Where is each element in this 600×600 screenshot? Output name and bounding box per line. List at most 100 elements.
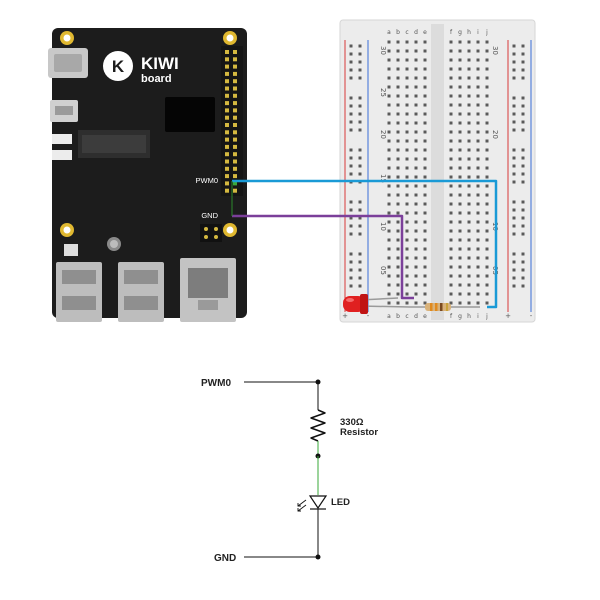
rail-hole (358, 128, 362, 132)
column-letter: i (477, 29, 479, 36)
breadboard-hole (485, 265, 489, 269)
rail-hole (512, 164, 516, 168)
rail-hole (521, 208, 525, 212)
breadboard-hole (467, 256, 471, 260)
gpio-header (221, 46, 243, 196)
logo-letter: K (112, 57, 125, 76)
gpio-pin (233, 166, 237, 171)
breadboard-hole (458, 40, 462, 44)
breadboard-hole (387, 103, 391, 107)
breadboard-hole (449, 211, 453, 215)
gnd-wire (232, 214, 414, 300)
breadboard-hole (476, 112, 480, 116)
breadboard-hole (387, 184, 391, 188)
rail-hole (521, 260, 525, 264)
breadboard-hole (467, 265, 471, 269)
breadboard-hole (467, 202, 471, 206)
breadboard-hole (467, 184, 471, 188)
breadboard-hole (476, 76, 480, 80)
breadboard-hole (405, 175, 409, 179)
rail-hole (512, 172, 516, 176)
breadboard-hole (387, 283, 391, 287)
breadboard-hole (467, 220, 471, 224)
rail-hole (521, 148, 525, 152)
breadboard-hole (423, 148, 427, 152)
breadboard-hole (405, 49, 409, 53)
breadboard-hole (414, 67, 418, 71)
rail-sign: + (505, 312, 511, 320)
breadboard-hole (485, 247, 489, 251)
breadboard-hole (423, 40, 427, 44)
rail-hole (349, 120, 353, 124)
breadboard-hole (476, 166, 480, 170)
rail-hole (358, 276, 362, 280)
gpio-pin (233, 93, 237, 98)
rail-hole (512, 252, 516, 256)
breadboard-hole (387, 148, 391, 152)
row-number: 20 (379, 130, 387, 139)
breadboard-hole (387, 130, 391, 134)
breadboard-hole (458, 265, 462, 269)
breadboard-hole (405, 247, 409, 251)
column-letter: d (414, 313, 418, 320)
breadboard-hole (476, 238, 480, 242)
rail-hole (349, 148, 353, 152)
breadboard-hole (414, 85, 418, 89)
breadboard-hole (485, 301, 489, 305)
kiwi-board: K KIWI board PWM0 GND (48, 28, 247, 322)
rail-hole (512, 128, 516, 132)
breadboard-hole (476, 292, 480, 296)
breadboard-hole (476, 130, 480, 134)
rail-hole (349, 224, 353, 228)
gpio-pin (225, 166, 229, 171)
breadboard-hole (467, 139, 471, 143)
rail-hole (512, 148, 516, 152)
breadboard-hole (405, 238, 409, 242)
breadboard-hole (458, 166, 462, 170)
rail-hole (358, 76, 362, 80)
breadboard-hole (476, 229, 480, 233)
rail-hole (521, 172, 525, 176)
gpio-pin (233, 174, 237, 179)
breadboard-hole (449, 103, 453, 107)
breadboard-hole (485, 193, 489, 197)
breadboard-hole (405, 211, 409, 215)
rail-hole (349, 276, 353, 280)
gpio-pin (225, 93, 229, 98)
gpio-pin (233, 71, 237, 76)
breadboard-hole (449, 130, 453, 134)
breadboard-hole (387, 85, 391, 89)
column-letter: j (485, 313, 488, 320)
breadboard-hole (449, 175, 453, 179)
rail-hole (358, 156, 362, 160)
breadboard-hole (396, 67, 400, 71)
breadboard-hole (467, 130, 471, 134)
rail-hole (521, 276, 525, 280)
breadboard-hole (414, 184, 418, 188)
rail-hole (512, 180, 516, 184)
column-letter: d (414, 29, 418, 36)
gpio-pin (225, 101, 229, 106)
rail-hole (512, 44, 516, 48)
breadboard-hole (387, 265, 391, 269)
breadboard-hole (405, 157, 409, 161)
rail-hole (358, 216, 362, 220)
row-number: 30 (491, 46, 499, 55)
breadboard-hole (414, 139, 418, 143)
breadboard-hole (414, 175, 418, 179)
gpio-pin (225, 137, 229, 142)
gpio-pin (225, 123, 229, 127)
breadboard-hole (467, 85, 471, 89)
breadboard-hole (387, 193, 391, 197)
breadboard-hole (423, 112, 427, 116)
breadboard-hole (396, 49, 400, 53)
breadboard-hole (405, 103, 409, 107)
column-letter: e (423, 313, 427, 320)
breadboard-hole (485, 229, 489, 233)
breadboard-hole (396, 157, 400, 161)
gpio-pin (233, 152, 237, 157)
breadboard-hole (449, 301, 453, 305)
breadboard-hole (449, 157, 453, 161)
rail-hole (521, 76, 525, 80)
gpio-pin (225, 115, 229, 120)
